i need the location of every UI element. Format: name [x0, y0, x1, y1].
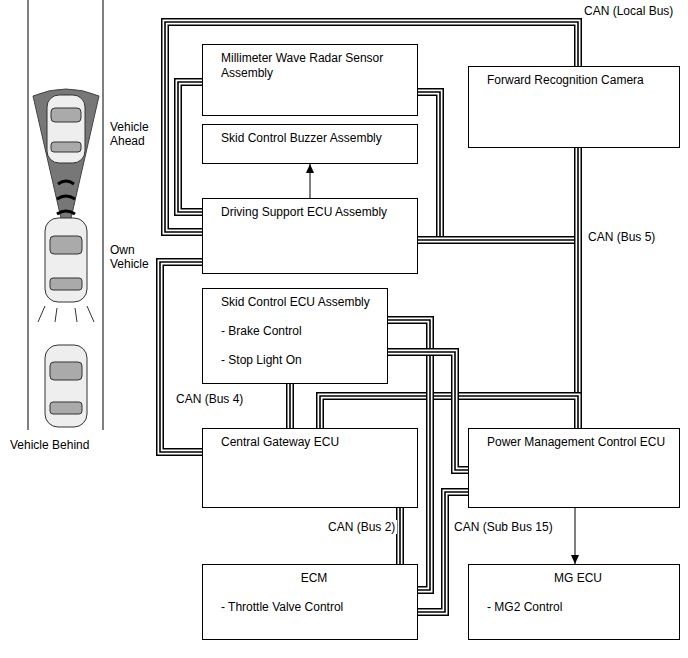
node-title: Driving Support ECU Assembly	[221, 205, 407, 220]
bus-label: CAN (Bus 4)	[174, 392, 245, 406]
node-title: Power Management Control ECU	[487, 435, 669, 450]
ecu-box: Skid Control ECU Assembly - Brake Control…	[202, 288, 388, 384]
bus-label: CAN (Local Bus)	[582, 4, 675, 18]
can-bus-line	[578, 148, 579, 428]
node-function: - MG2 Control	[487, 600, 669, 615]
ecu-box: MG ECU - MG2 Control	[468, 564, 680, 640]
own-vehicle	[38, 218, 94, 322]
radar-waves	[57, 181, 75, 214]
node-function: - Throttle Valve Control	[221, 600, 407, 615]
signal-arrow	[575, 508, 576, 564]
vehicle-ahead	[47, 95, 85, 163]
ecu-box: Central Gateway ECU	[202, 428, 418, 508]
ecu-box: Driving Support ECU Assembly	[202, 198, 418, 274]
node-title: Central Gateway ECU	[221, 435, 407, 450]
can-bus-line	[400, 508, 401, 564]
ecu-box: Power Management Control ECU	[468, 428, 680, 508]
ecu-box: Forward Recognition Camera	[468, 66, 680, 148]
can-bus-line	[418, 492, 468, 612]
node-function: - Stop Light On	[221, 353, 377, 368]
road-lines	[28, 0, 103, 430]
ecu-box: Skid Control Buzzer Assembly	[202, 124, 418, 164]
bus-label: CAN (Bus 5)	[586, 230, 657, 244]
bus-label: CAN (Sub Bus 15)	[452, 520, 555, 534]
can-bus-line	[160, 262, 202, 452]
vehicle-label: Vehicle Behind	[8, 438, 91, 452]
ecu-box: ECM - Throttle Valve Control	[202, 564, 418, 640]
ecu-box: Millimeter Wave Radar Sensor Assembly	[202, 44, 418, 116]
bus-label: CAN (Bus 2)	[326, 520, 397, 534]
can-bus-line	[178, 82, 202, 212]
node-title: MG ECU	[487, 571, 669, 586]
node-title: ECM	[221, 571, 407, 586]
vehicle-label: Vehicle Ahead	[108, 120, 162, 148]
can-bus-line	[320, 396, 578, 428]
signal-arrow	[310, 164, 311, 198]
can-bus-line	[290, 384, 291, 428]
node-title: Forward Recognition Camera	[487, 73, 669, 88]
vehicle-label: Own Vehicle	[108, 243, 162, 271]
node-function: - Brake Control	[221, 324, 377, 339]
node-title: Millimeter Wave Radar Sensor Assembly	[221, 51, 407, 81]
radar-fan	[33, 89, 99, 240]
node-title: Skid Control ECU Assembly	[221, 295, 377, 310]
node-title: Skid Control Buzzer Assembly	[221, 131, 407, 146]
vehicle-behind	[45, 345, 87, 427]
